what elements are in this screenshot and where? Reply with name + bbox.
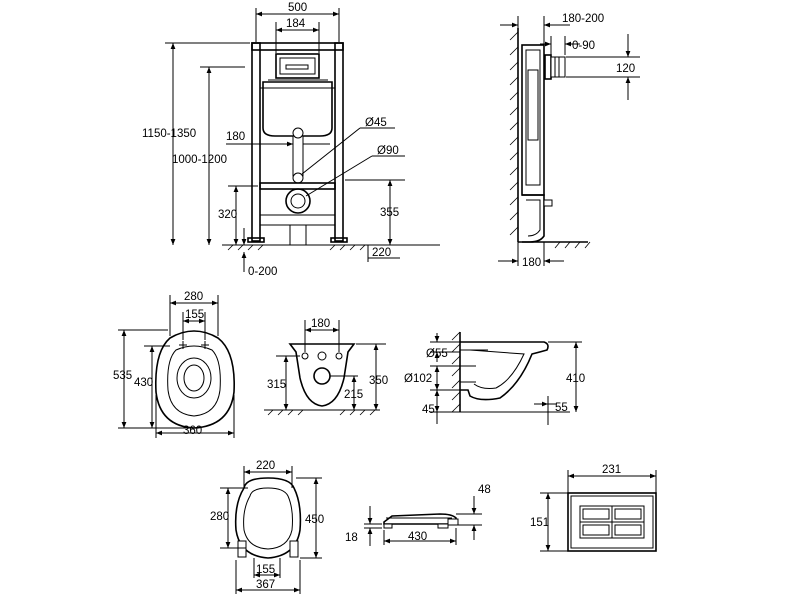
bowl-side-view: Ø55 Ø102 45 410 55 xyxy=(404,331,585,425)
dim-outlet-height: 320 xyxy=(218,209,237,221)
dim-outlet-dia: Ø90 xyxy=(377,145,399,157)
dim-seat-length: 450 xyxy=(305,514,324,526)
dim-side-outlet-depth: 55 xyxy=(555,402,568,414)
dim-frame-height-total: 1150-1350 xyxy=(142,128,196,140)
dim-bowl-length: 535 xyxy=(113,370,132,382)
flush-plate-view: 231 151 xyxy=(530,464,657,552)
dim-frame-width: 500 xyxy=(288,2,307,14)
dim-seat-hole-spacing: 155 xyxy=(256,564,275,576)
dim-plate-height: 120 xyxy=(616,63,635,75)
dim-seat-width: 220 xyxy=(256,460,275,472)
dim-seat-width-total: 367 xyxy=(256,579,275,591)
dim-seat-side-length: 430 xyxy=(408,531,427,543)
dim-side-outlet-height: 45 xyxy=(422,404,435,416)
dim-flush-dia: Ø45 xyxy=(365,117,387,129)
dim-rear-height-left: 315 xyxy=(267,379,286,391)
frame-front-view: 500 184 1150-1350 1000-1200 180 Ø45 Ø90 … xyxy=(142,2,440,278)
dim-bowl-inner-length: 430 xyxy=(134,377,153,389)
seat-side-view: 48 18 430 xyxy=(345,484,491,546)
dim-plate-height-front: 151 xyxy=(530,517,549,529)
dim-seat-thickness: 48 xyxy=(478,484,491,496)
dim-frame-inner-width: 184 xyxy=(286,18,306,30)
dim-base-depth: 180 xyxy=(522,257,541,269)
flush-plate-outline xyxy=(567,492,657,552)
seat-top-view: 220 280 450 155 367 xyxy=(210,460,324,594)
dim-bowl-hole-spacing: 155 xyxy=(185,309,204,321)
dim-seat-base: 18 xyxy=(345,532,358,544)
dim-plate-adjust: 0-90 xyxy=(572,40,595,52)
dim-frame-height-inner: 1000-1200 xyxy=(172,154,227,166)
dim-seat-inner-length: 280 xyxy=(210,511,229,523)
dim-foot-width: 220 xyxy=(372,247,391,259)
dim-rear-outlet-height: 215 xyxy=(344,389,363,401)
dim-foot-adjust: 0-200 xyxy=(248,266,277,278)
dim-axis-height: 355 xyxy=(380,207,399,219)
dim-bowl-width: 360 xyxy=(183,425,202,437)
bowl-rear-view: 180 315 350 215 xyxy=(264,318,388,416)
dim-side-height: 410 xyxy=(566,373,585,385)
frame-side-view: 180-200 0-90 120 180 xyxy=(498,13,640,269)
dim-plate-width: 231 xyxy=(602,464,621,476)
dim-bowl-width-top: 280 xyxy=(184,291,203,303)
dim-rear-height-right: 350 xyxy=(369,375,388,387)
dim-side-outlet-dia: Ø102 xyxy=(404,373,432,385)
dim-side-inlet-dia: Ø55 xyxy=(426,348,448,360)
dim-rear-hole-spacing: 180 xyxy=(311,318,330,330)
dim-frame-depth: 180-200 xyxy=(562,13,604,25)
dim-pipe-offset: 180 xyxy=(226,131,245,143)
bowl-top-view: 280 155 535 430 360 xyxy=(113,291,235,438)
